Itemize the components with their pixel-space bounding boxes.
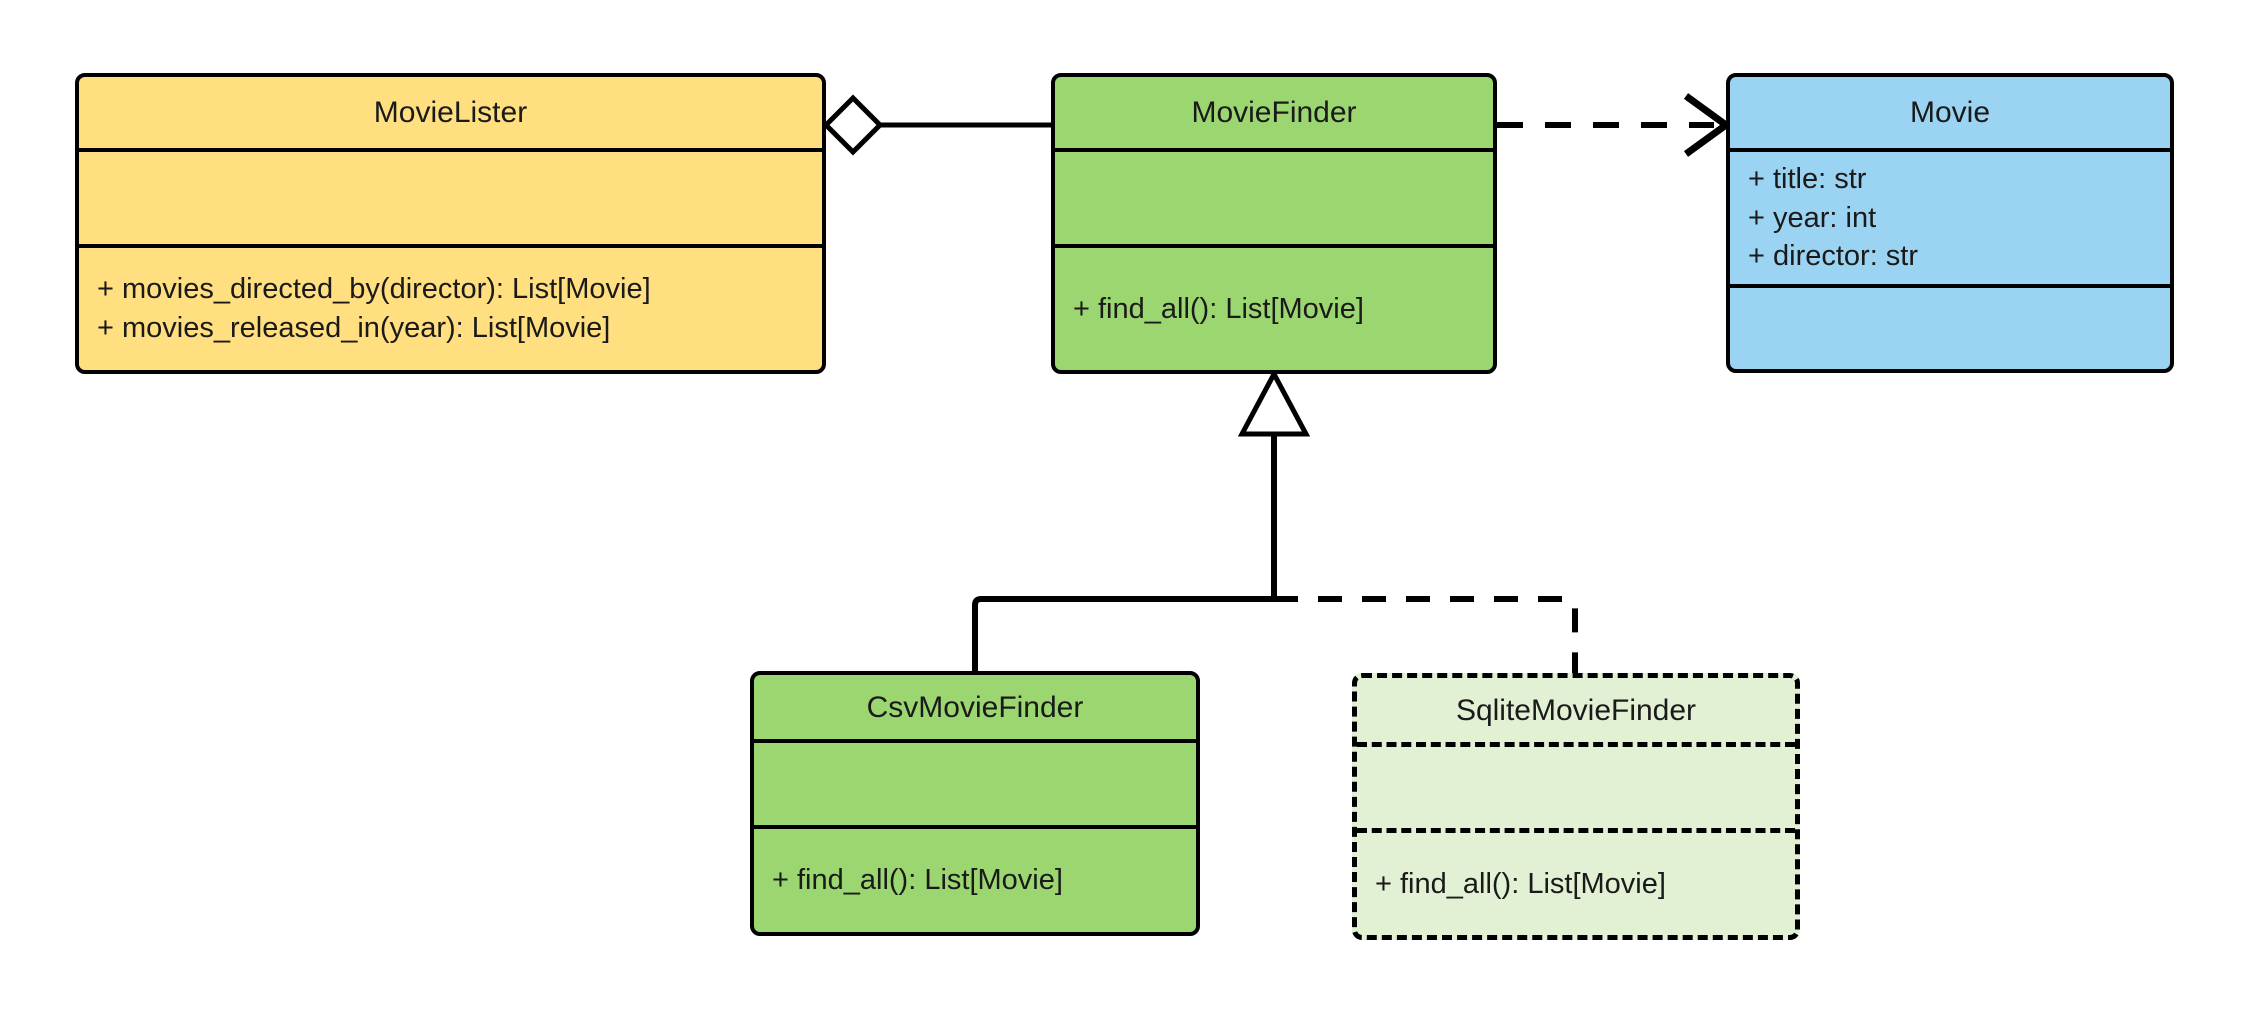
class-methods-compartment: + movies_directed_by(director): List[Mov… [79,244,822,370]
uml-class-movie-lister[interactable]: MovieLister + movies_directed_by(directo… [75,73,826,374]
class-attributes-compartment [79,148,822,244]
class-methods-compartment [1730,284,2170,369]
hollow-triangle-marker [1237,368,1311,437]
class-method-item: + movies_directed_by(director): List[Mov… [97,273,651,306]
uml-class-movie[interactable]: Movie + title: str + year: int + directo… [1726,73,2174,373]
class-method-item: + find_all(): List[Movie] [772,864,1063,897]
uml-class-movie-finder[interactable]: MovieFinder + find_all(): List[Movie] [1051,73,1497,374]
class-name-label: MovieLister [373,96,528,129]
class-methods-compartment: + find_all(): List[Movie] [1357,828,1795,935]
class-method-item: + find_all(): List[Movie] [1073,292,1364,325]
class-name-compartment: SqliteMovieFinder [1357,678,1795,742]
relationship-aggregation-lister-finder[interactable] [822,94,1051,156]
uml-class-sqlite-movie-finder[interactable]: SqliteMovieFinder + find_all(): List[Mov… [1352,673,1800,940]
class-method-item: + movies_released_in(year): List[Movie] [97,312,611,344]
class-name-compartment: Movie [1730,77,2170,148]
class-name-compartment: MovieFinder [1055,77,1493,148]
csv-generalization-line [972,596,1274,671]
uml-class-csv-movie-finder[interactable]: CsvMovieFinder + find_all(): List[Movie] [750,671,1200,936]
relationship-dependency-finder-movie[interactable] [1497,93,1732,157]
hollow-diamond-marker [822,94,884,156]
class-name-label: MovieFinder [1191,96,1357,129]
relationship-generalization-to-finder[interactable] [1237,368,1311,600]
class-methods-compartment: + find_all(): List[Movie] [1055,244,1493,370]
sqlite-generalization-line [1274,596,1578,673]
class-attributes-compartment [754,739,1196,825]
class-attributes-compartment [1357,742,1795,828]
class-method-item: + find_all(): List[Movie] [1375,867,1666,900]
class-name-label: CsvMovieFinder [866,690,1084,724]
relationship-generalization-sqlite[interactable] [1274,596,1578,673]
class-attributes-compartment: + title: str + year: int + director: str [1730,148,2170,284]
class-attributes-compartment [1055,148,1493,244]
class-attribute-item: + director: str [1748,240,1919,273]
class-name-label: SqliteMovieFinder [1455,693,1697,727]
class-name-compartment: CsvMovieFinder [754,675,1196,739]
class-name-compartment: MovieLister [79,77,822,148]
class-attribute-item: + year: int [1748,201,1877,234]
class-attribute-item: + title: str [1748,162,1867,195]
relationship-generalization-csv[interactable] [972,596,1274,671]
class-methods-compartment: + find_all(): List[Movie] [754,825,1196,932]
class-name-label: Movie [1909,96,1991,129]
